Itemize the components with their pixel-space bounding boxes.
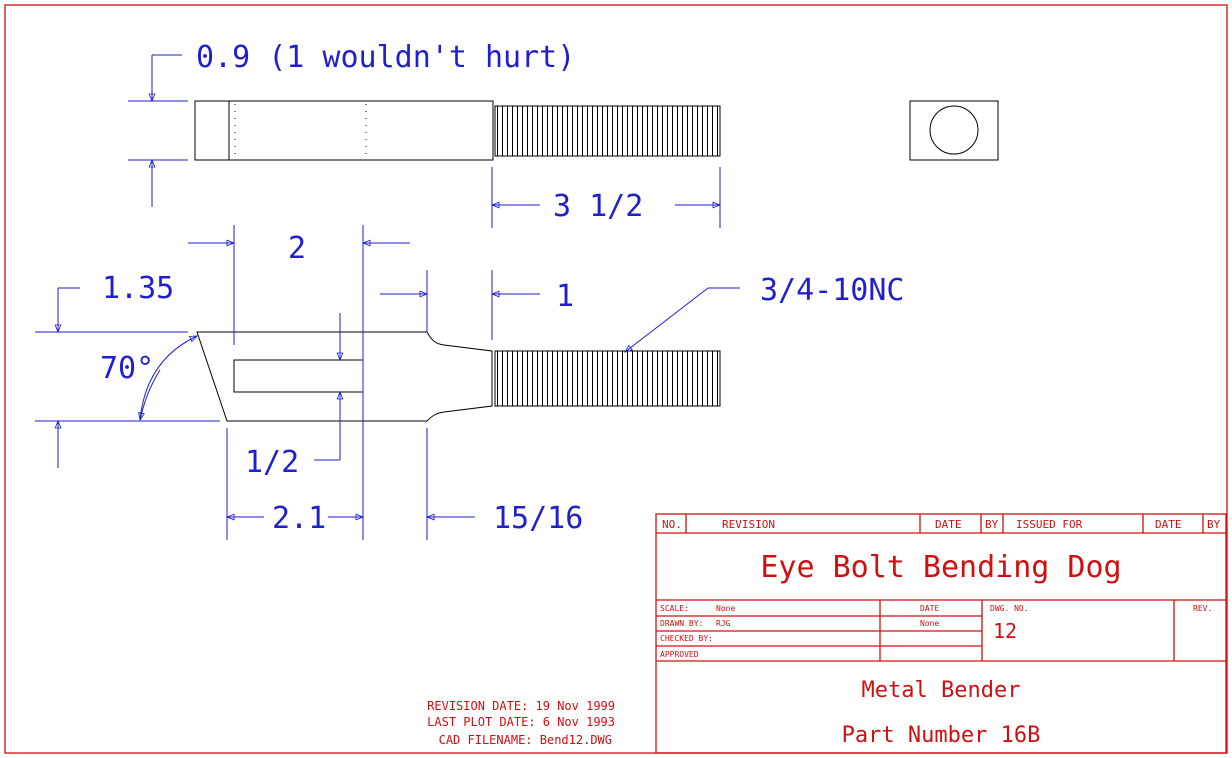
drawn-by-label: DRAWN BY:: [660, 619, 703, 628]
dim-slot-width-label: 1/2: [245, 445, 299, 480]
cad-filename: CAD FILENAME: Bend12.DWG: [439, 733, 612, 747]
dim-bevel-angle: [138, 335, 199, 422]
tb-header-no: NO.: [662, 518, 682, 531]
drawn-by-value: RJG: [716, 619, 731, 628]
date-value: None: [920, 619, 939, 628]
tb-header-by: BY: [985, 518, 999, 531]
tb-header-revision: REVISION: [722, 518, 775, 531]
dim-stub-length: [380, 270, 540, 340]
date-label: DATE: [920, 604, 939, 613]
thread-side: [495, 351, 720, 406]
dim-edge-height-label: 1.35: [102, 271, 174, 306]
thread-top: [495, 106, 720, 156]
dim-left-offset-label: 2.1: [272, 501, 326, 536]
thread-spec-label: 3/4-10NC: [760, 273, 905, 308]
project-name: Metal Bender: [862, 678, 1021, 703]
tb-header-by2: BY: [1207, 518, 1221, 531]
dim-right-offset: [425, 428, 475, 540]
dwg-no-label: DWG. NO.: [990, 604, 1029, 613]
dim-top-thickness-label: 0.9 (1 wouldn't hurt): [196, 40, 575, 75]
dim-thread-length-label: 3 1/2: [553, 189, 643, 224]
dim-thread-length: [490, 167, 722, 228]
dim-top-thickness: [128, 54, 188, 207]
dim-stub-length-label: 1: [556, 279, 574, 314]
dim-edge-height: [35, 287, 220, 468]
dim-left-offset: [225, 428, 365, 540]
side-view: [196, 331, 721, 422]
end-view: [909, 100, 999, 161]
last-plot-date: LAST PLOT DATE: 6 Nov 1993: [427, 715, 615, 729]
top-view: [194, 100, 721, 161]
rev-label: REV.: [1193, 604, 1212, 613]
revision-date: REVISION DATE: 19 Nov 1999: [427, 699, 615, 713]
checked-by-label: CHECKED BY:: [660, 634, 713, 643]
dim-bevel-angle-label: 70°: [100, 351, 154, 386]
dim-slot-width: [314, 313, 344, 461]
dwg-no-value: 12: [993, 619, 1017, 643]
leader-thread-spec: [624, 287, 740, 353]
tb-header-date2: DATE: [1155, 518, 1182, 531]
dim-slot-length-label: 2: [288, 231, 306, 266]
scale-value: None: [716, 604, 735, 613]
title-block: [655, 513, 1227, 754]
dim-slot-length: [188, 225, 410, 540]
dim-right-offset-label: 15/16: [493, 501, 583, 536]
approved-label: APPROVED: [660, 650, 699, 659]
tb-header-date: DATE: [935, 518, 962, 531]
tb-header-issued-for: ISSUED FOR: [1016, 518, 1083, 531]
sheet-border: [4, 4, 1228, 754]
scale-label: SCALE:: [660, 604, 689, 613]
part-number: Part Number 16B: [842, 723, 1041, 748]
drawing-title: Eye Bolt Bending Dog: [760, 550, 1121, 585]
